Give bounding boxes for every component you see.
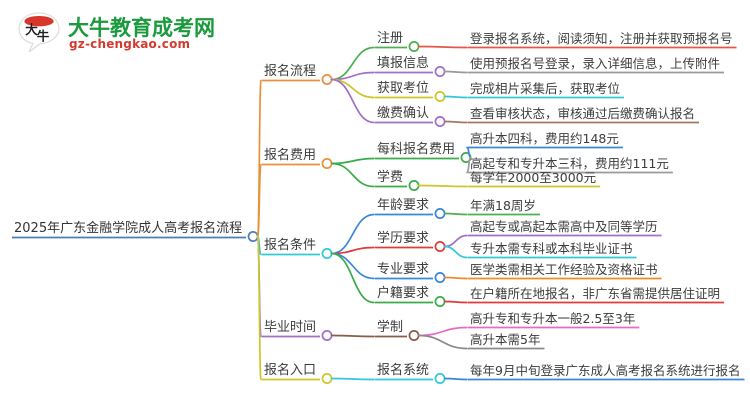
node-label-hujiyaoqiu[interactable]: 户籍要求: [377, 286, 430, 301]
node-label-xuezhi[interactable]: 学制: [377, 320, 404, 335]
svg-text:牛: 牛: [37, 29, 50, 44]
node-label-tianbaoxinxi[interactable]: 填报信息: [377, 56, 430, 71]
node-label-baomingxitong[interactable]: 报名系统: [377, 363, 430, 378]
branch-label-biyeshijian[interactable]: 毕业时间: [264, 320, 317, 335]
node-label-xuefei[interactable]: 学费: [377, 170, 404, 185]
svg-text:大: 大: [25, 22, 38, 37]
detail-huoqukaowei-1[interactable]: 完成相片采集后，获取考位: [470, 81, 621, 96]
detail-jiaofeiqueren-1[interactable]: 查看审核状态，审核通过后缴费确认报名: [470, 106, 696, 121]
node-label-xueliyaoqiu[interactable]: 学历要求: [377, 231, 430, 246]
logo-name-cn: 大牛教育成考网: [68, 16, 215, 40]
daniu-logo-icon: 大 牛: [18, 12, 60, 53]
site-logo: 大 牛 大牛教育成考网 gz-chengkao.com: [16, 8, 231, 56]
node-label-zhuanyeyaoqiu[interactable]: 专业要求: [377, 262, 430, 277]
detail-zhuanye-1[interactable]: 医学类需相关工作经验及资格证书: [470, 262, 658, 277]
detail-zhuce-1[interactable]: 登录报名系统，阅读须知，注册并获取预报名号: [470, 31, 733, 46]
node-label-nianlingyaoqiu[interactable]: 年龄要求: [377, 198, 430, 213]
detail-nianling-1[interactable]: 年满18周岁: [470, 198, 536, 213]
node-label-jiaofeiqueren[interactable]: 缴费确认: [377, 106, 430, 121]
detail-xueli-1[interactable]: 高起专或高起本需高中及同等学历: [470, 219, 658, 234]
node-label-zhuce[interactable]: 注册: [377, 31, 404, 46]
node-label-meikebaomingfeiyong[interactable]: 每科报名费用: [377, 142, 456, 157]
detail-xuezhi-1[interactable]: 高升专和专升本一般2.5至3年: [470, 311, 636, 326]
node-label-huoqukaowei[interactable]: 获取考位: [377, 81, 430, 96]
detail-tianbaoxinxi-1[interactable]: 使用预报名号登录，录入详细信息，上传附件: [470, 56, 721, 71]
detail-baomingxitong-1[interactable]: 每年9月中旬登录广东成人高考报名系统进行报名: [470, 363, 741, 378]
branch-label-baomingliucheng[interactable]: 报名流程: [264, 64, 317, 79]
detail-xueli-2[interactable]: 专升本需专科或本科毕业证书: [470, 241, 633, 256]
branch-label-baomingtiaojian[interactable]: 报名条件: [264, 238, 317, 253]
detail-xuezhi-2[interactable]: 高升本需5年: [470, 332, 541, 347]
branch-label-baomingrukou[interactable]: 报名入口: [264, 363, 317, 378]
detail-meikefeiyong-2[interactable]: 高起专和专升本三科，费用约111元: [470, 156, 669, 171]
root-label[interactable]: 2025年广东金融学院成人高考报名流程: [14, 221, 243, 236]
detail-xuefei-1[interactable]: 每学年2000至3000元: [470, 170, 597, 185]
branch-label-baomingfeiyong[interactable]: 报名费用: [264, 148, 317, 163]
logo-name-en: gz-chengkao.com: [69, 37, 191, 51]
detail-huji-1[interactable]: 在户籍所在地报名，非广东省需提供居住证明: [470, 286, 721, 301]
detail-meikefeiyong-1[interactable]: 高升本四科，费用约148元: [470, 131, 619, 146]
